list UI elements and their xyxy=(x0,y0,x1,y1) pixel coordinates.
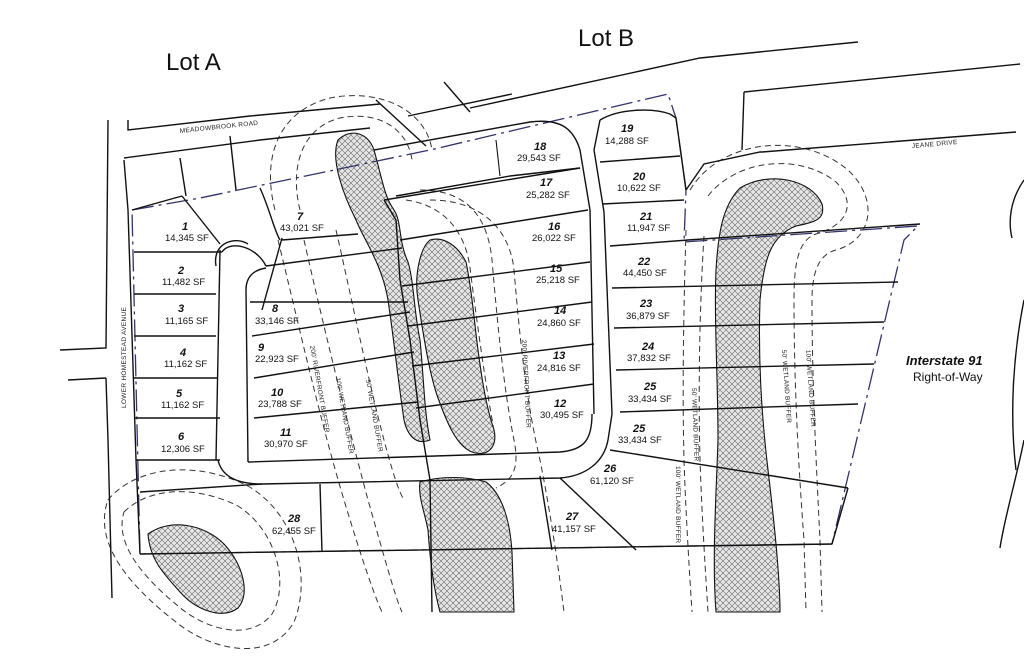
lot-17-area: 25,282 SF xyxy=(526,190,570,201)
lot-22-area: 44,450 SF xyxy=(623,268,667,279)
lot-28-area: 62,455 SF xyxy=(272,526,316,537)
lot-labels: 1 14,345 SF 2 11,482 SF 3 11,165 SF 4 11… xyxy=(161,123,672,537)
lot-6-area: 12,306 SF xyxy=(161,444,205,455)
buffer-label-wetland-50-a: 50' WETLAND BUFFER xyxy=(364,379,384,453)
buffer-label-wetland-100-c: 100' WETLAND BUFFER xyxy=(804,350,816,428)
lot-16-number: 16 xyxy=(548,221,561,233)
lot-11-number: 11 xyxy=(280,427,291,439)
lot-12-area: 30,495 SF xyxy=(540,410,584,421)
wetland-area-east xyxy=(713,178,824,613)
lot-7-number: 7 xyxy=(297,211,304,223)
lot-15-area: 25,218 SF xyxy=(536,275,580,286)
buffer-label-riverfront-200-a: 200' RIVERFRONT BUFFER xyxy=(308,345,330,433)
lot-1-area: 14,345 SF xyxy=(165,233,209,244)
lot-27-area: 41,157 SF xyxy=(552,524,596,535)
lot-18-area: 29,543 SF xyxy=(517,153,561,164)
lot-10-number: 10 xyxy=(271,387,284,399)
lot-18-number: 18 xyxy=(534,141,547,153)
wetland-area-center-right xyxy=(416,238,496,454)
lot-6-number: 6 xyxy=(178,431,185,443)
road-label-lower-homestead: LOWER HOMESTEAD AVENUE xyxy=(121,307,128,408)
lot-b-label: Lot B xyxy=(578,25,634,52)
lot-13-area: 24,816 SF xyxy=(537,363,581,374)
wetland-areas xyxy=(147,132,824,614)
lot-4-area: 11,162 SF xyxy=(164,359,207,370)
lot-10-area: 23,788 SF xyxy=(258,399,302,410)
lot-26-area: 61,120 SF xyxy=(590,476,634,487)
lot-16-area: 26,022 SF xyxy=(532,233,576,244)
lot-12-number: 12 xyxy=(554,398,566,410)
wetland-area-southwest xyxy=(147,524,245,614)
lot-8-area: 33,146 SF xyxy=(255,316,299,327)
parcel-lines xyxy=(59,41,1024,613)
road-label-jeane: JEANE DRIVE xyxy=(912,139,959,150)
lot-9-number: 9 xyxy=(258,342,265,354)
lot-a-label: Lot A xyxy=(166,49,221,76)
lot-3-area: 11,165 SF xyxy=(165,316,208,327)
buffer-lines xyxy=(103,95,869,649)
buffer-label-wetland-50-c: 50' WETLAND BUFFER xyxy=(780,350,792,424)
buffer-label-wetland-100-b: 100' WETLAND BUFFER xyxy=(674,466,681,543)
highway-name: Interstate 91 xyxy=(906,353,983,368)
lot-27-number: 27 xyxy=(565,511,579,523)
lot-19-area: 14,288 SF xyxy=(605,136,649,147)
lot-21-area: 11,947 SF xyxy=(627,223,670,234)
wetland-area-south-center xyxy=(419,477,515,613)
lot-8-number: 8 xyxy=(272,303,279,315)
lot-25b-area: 33,434 SF xyxy=(618,435,662,446)
wetland-area-center xyxy=(335,132,431,443)
lot-25-area: 33,434 SF xyxy=(628,394,672,405)
highway-right-of-way: Right-of-Way xyxy=(913,370,983,384)
lot-9-area: 22,923 SF xyxy=(255,354,299,365)
lot-14-area: 24,860 SF xyxy=(537,318,581,329)
lot-28-number: 28 xyxy=(287,513,301,525)
lot-14-number: 14 xyxy=(554,305,566,317)
lot-5-area: 11,162 SF xyxy=(161,400,204,411)
lot-17-number: 17 xyxy=(540,177,553,189)
lot-21-number: 21 xyxy=(639,211,652,223)
lot-11-area: 30,970 SF xyxy=(264,439,308,450)
lot-23-area: 36,879 SF xyxy=(626,311,670,322)
lot-7-area: 43,021 SF xyxy=(280,223,324,234)
lot-15-number: 15 xyxy=(550,263,563,275)
lot-22-number: 22 xyxy=(637,256,650,268)
buffer-label-wetland-100-a: 100' WETLAND BUFFER xyxy=(334,377,354,454)
lot-1-number: 1 xyxy=(182,221,188,233)
lot-24-number: 24 xyxy=(641,341,654,353)
lot-2-area: 11,482 SF xyxy=(162,277,205,288)
lot-26-number: 26 xyxy=(603,463,617,475)
lot-19-number: 19 xyxy=(621,123,634,135)
lot-20-area: 10,622 SF xyxy=(617,183,661,194)
lot-2-number: 2 xyxy=(177,265,184,277)
lot-25b-number: 25 xyxy=(632,423,646,435)
lot-25-number: 25 xyxy=(643,381,657,393)
lot-3-number: 3 xyxy=(178,303,184,315)
lot-23-number: 23 xyxy=(639,298,652,310)
lot-20-number: 20 xyxy=(632,171,646,183)
lot-4-number: 4 xyxy=(179,347,186,359)
buffer-label-riverfront-200-b: 200' RIVERFRONT BUFFER xyxy=(520,340,532,429)
lot-13-number: 13 xyxy=(553,350,565,362)
buffer-label-wetland-50-b: 50' WETLAND BUFFER xyxy=(690,388,700,462)
lot-5-number: 5 xyxy=(176,388,183,400)
lot-24-area: 37,832 SF xyxy=(627,353,671,364)
